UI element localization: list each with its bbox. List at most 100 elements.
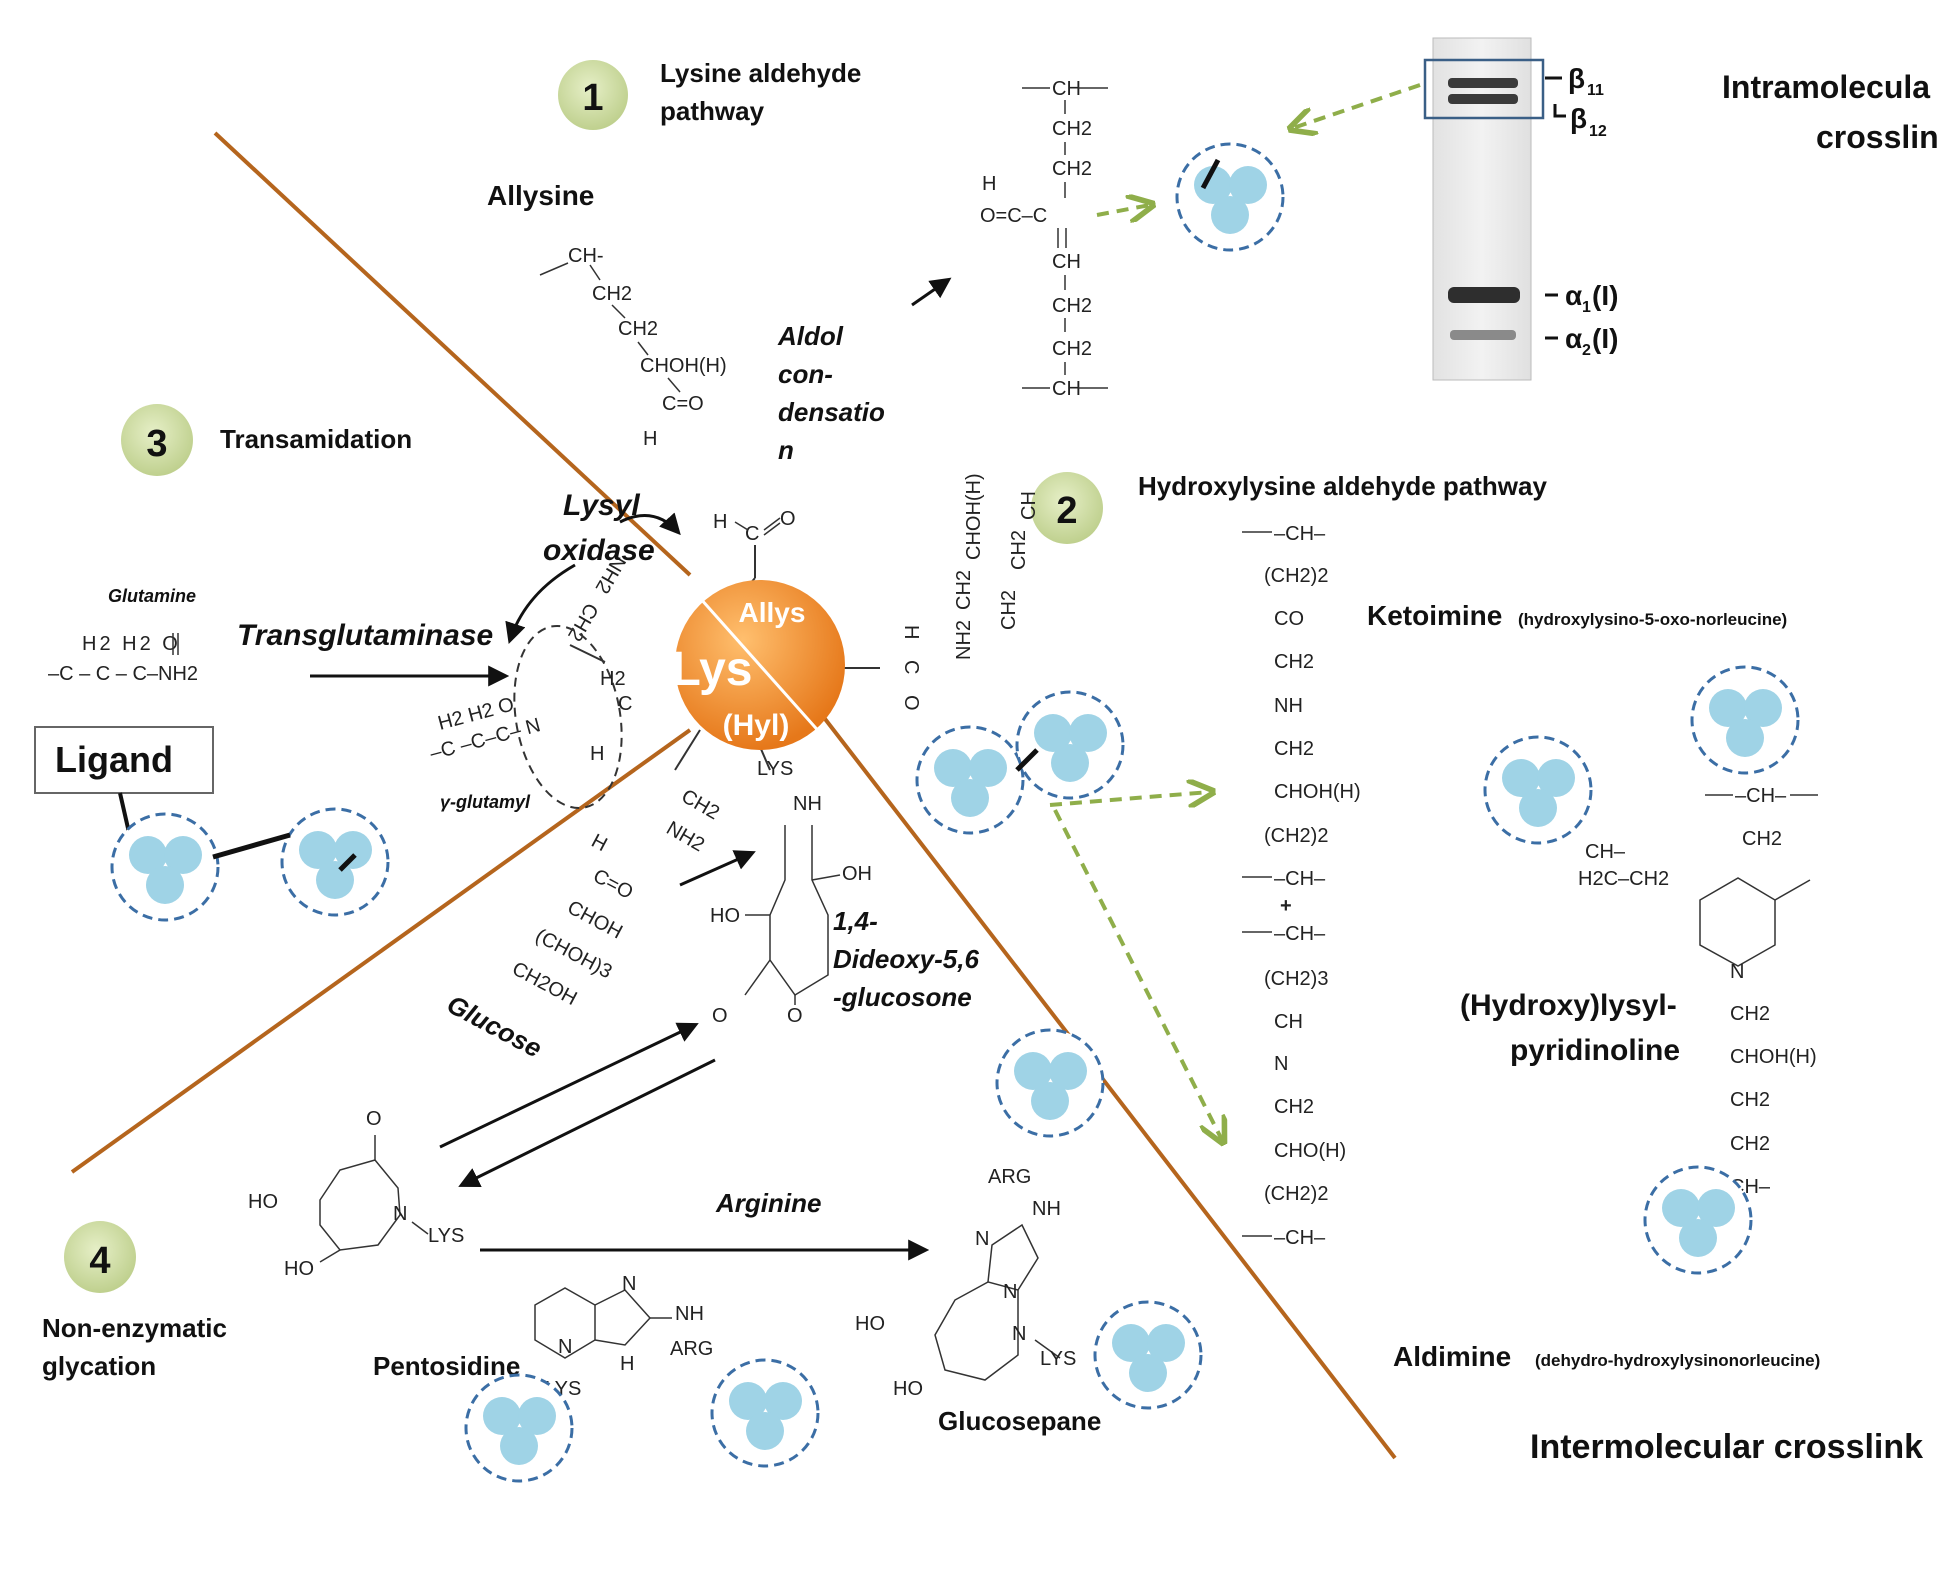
svg-text:CH: CH (1052, 78, 1081, 100)
center-bottom-amine: CH2 NH2 LYS NH (663, 758, 822, 856)
svg-text:CO: CO (1274, 608, 1304, 630)
center-right-aldehyde: H C O (900, 625, 922, 711)
svg-text:con-: con- (778, 359, 833, 389)
svg-text:CH: CH (1018, 491, 1040, 520)
svg-text:O: O (712, 1005, 728, 1027)
gel-band-labels: β 11 β 12 α 1 (I) α 2 (I) (1545, 63, 1618, 359)
intramolecular-label-line1: Intramolecula (1722, 69, 1930, 105)
svg-text:(I): (I) (1592, 323, 1618, 354)
svg-text:CH2: CH2 (1742, 828, 1782, 850)
svg-text:LYS: LYS (757, 758, 793, 780)
svg-text:H: H (590, 743, 604, 765)
svg-text:CH2: CH2 (618, 318, 658, 340)
arginine-label: Arginine (715, 1188, 821, 1218)
svg-text:CH2: CH2 (1730, 1133, 1770, 1155)
svg-text:4: 4 (89, 1240, 110, 1282)
svg-text:β: β (1568, 63, 1585, 94)
svg-text:NH: NH (1274, 695, 1303, 717)
pentosidine-label: Pentosidine (373, 1351, 520, 1381)
pathway-4-badge: 4 (64, 1221, 136, 1293)
svg-text:densatio: densatio (778, 397, 885, 427)
svg-text:N: N (975, 1228, 989, 1250)
gel-image (1423, 37, 1545, 381)
lysyl-oxidase-label-line2: oxidase (543, 534, 655, 567)
svg-text:CH2: CH2 (998, 590, 1020, 630)
crosslink-bar (1015, 748, 1039, 772)
ketoimine-label: Ketoimine (1367, 600, 1502, 631)
svg-text:CH2: CH2 (1274, 738, 1314, 760)
green-arrow-gel (1293, 83, 1421, 128)
svg-text:N: N (558, 1336, 572, 1358)
pyridinoline-label-line1: (Hydroxy)lysyl- (1460, 989, 1677, 1022)
svg-text:β: β (1570, 103, 1587, 134)
lysyl-oxidase-label-line1: Lysyl (563, 489, 640, 522)
aldol-product-structure: CH CH2 CH2 H O=C–C CH CH2 CH2 CH (980, 78, 1108, 400)
svg-text:CH2: CH2 (1008, 530, 1030, 570)
svg-text:C=O: C=O (662, 393, 704, 415)
pyridinoline-label-line2: pyridinoline (1510, 1034, 1680, 1067)
intramolecular-label-line2: crosslin (1816, 119, 1939, 155)
svg-text:HO: HO (248, 1191, 278, 1213)
svg-text:H: H (643, 428, 657, 450)
svg-text:H2 H2 O: H2 H2 O (82, 633, 181, 655)
svg-text:ARG: ARG (670, 1338, 713, 1360)
collagen-fibril-icon (1690, 665, 1800, 775)
pathway-2-badge: 2 (1031, 472, 1103, 544)
svg-text:C: C (900, 660, 922, 674)
ketoimine-sublabel: (hydroxylysino-5-oxo-norleucine) (1518, 610, 1787, 629)
transglutaminase-label: Transglutaminase (237, 619, 493, 652)
pathway-2-label: Hydroxylysine aldehyde pathway (1138, 471, 1547, 501)
collagen-fibril-icon (710, 1358, 820, 1468)
green-arrow-aldol (1096, 205, 1150, 215)
aldimine-label: Aldimine (1393, 1341, 1511, 1372)
pathway-4-label-line1: Non-enzymatic (42, 1313, 227, 1343)
green-arrow-aldimine (1053, 809, 1222, 1140)
pathway-4-label-line2: glycation (42, 1351, 156, 1381)
aldimine-sublabel: (dehydro-hydroxylysinonorleucine) (1535, 1351, 1820, 1370)
svg-text:CH2: CH2 (953, 570, 975, 610)
glucose-to-dideoxy-arrow (679, 850, 756, 887)
hyl-label: (Hyl) (723, 709, 790, 742)
equilibrium-arrow-up (439, 1022, 699, 1149)
svg-text:α: α (1565, 280, 1582, 311)
svg-text:HO: HO (893, 1378, 923, 1400)
svg-text:11: 11 (1587, 82, 1604, 99)
collagen-fibril-icon (1175, 142, 1285, 252)
svg-text:CH2: CH2 (1052, 295, 1092, 317)
svg-text:C: C (618, 693, 632, 715)
svg-text:H: H (620, 1353, 634, 1375)
svg-text:CH2: CH2 (563, 599, 602, 645)
svg-text:CH2: CH2 (1052, 158, 1092, 180)
svg-text:NH2: NH2 (953, 620, 975, 660)
glutamine-label: Glutamine (108, 586, 196, 606)
svg-text:(CH2)2: (CH2)2 (1264, 825, 1328, 847)
svg-text:CHOH(H): CHOH(H) (1274, 781, 1361, 803)
glucose-label: Glucose (442, 989, 547, 1064)
collagen-fibril-icon (464, 1373, 574, 1483)
gamma-glutamyl-label: γ-glutamyl (440, 792, 531, 812)
svg-text:–CH–: –CH– (1274, 868, 1326, 890)
svg-text:N: N (1012, 1323, 1026, 1345)
svg-text:H: H (588, 830, 611, 856)
ligand-box: Ligand (34, 726, 214, 838)
svg-text:N: N (1730, 961, 1744, 983)
svg-text:H: H (900, 625, 922, 639)
svg-text:N: N (1003, 1281, 1017, 1303)
svg-text:2: 2 (1582, 342, 1591, 359)
svg-text:CH2: CH2 (678, 785, 724, 824)
svg-text:NH: NH (675, 1303, 704, 1325)
svg-text:HO: HO (855, 1313, 885, 1335)
svg-text:CH2: CH2 (1274, 1096, 1314, 1118)
crosslink-bar (212, 832, 291, 860)
svg-text:H: H (982, 173, 996, 195)
aldol-arrow (911, 277, 952, 307)
svg-text:–CH–: –CH– (1735, 785, 1787, 807)
svg-text:CH2: CH2 (1730, 1089, 1770, 1111)
lys-label: Lys (672, 643, 753, 696)
pathway-1-label-line1: Lysine aldehyde (660, 58, 861, 88)
svg-text:N: N (393, 1203, 407, 1225)
svg-text:Aldol: Aldol (777, 321, 844, 351)
svg-text:(CH2)3: (CH2)3 (1264, 968, 1328, 990)
svg-text:CHO(H): CHO(H) (1274, 1140, 1346, 1162)
pyridinoline-structure: –CH– CH2 CH– H2C–CH2 N CH2 CHOH(H) CH2 C… (1578, 785, 1818, 1198)
